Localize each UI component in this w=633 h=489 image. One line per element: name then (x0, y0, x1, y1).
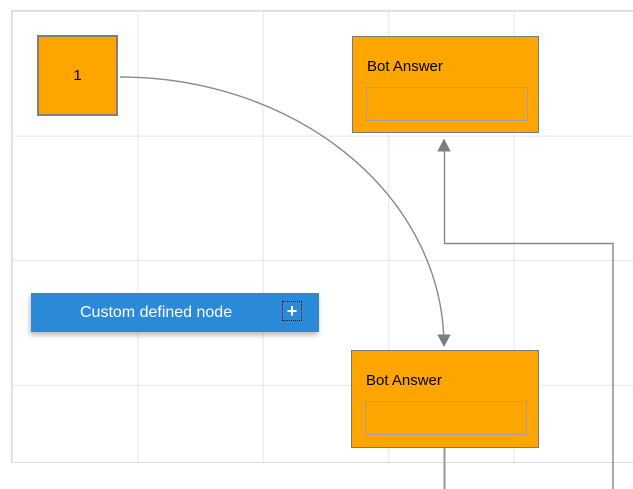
add-node-handle[interactable]: + (282, 301, 302, 321)
curved-connector[interactable] (119, 76, 445, 336)
node-start[interactable]: 1 (37, 35, 118, 116)
node-custom-defined[interactable]: Custom defined node + (31, 293, 319, 332)
arrowhead-up-icon (437, 138, 451, 152)
bot-answer-field[interactable] (365, 401, 527, 435)
node-custom-label: Custom defined node (80, 303, 233, 321)
bot-answer-field[interactable] (366, 87, 528, 121)
orthogonal-connector[interactable] (443, 151, 614, 489)
arrowhead-down-icon (437, 334, 451, 347)
node-title: Bot Answer (366, 372, 442, 389)
node-title: Bot Answer (367, 58, 443, 75)
node-bot-answer-top[interactable]: Bot Answer (352, 36, 539, 133)
node-start-label: 1 (73, 67, 82, 84)
node-bot-answer-bottom[interactable]: Bot Answer (351, 350, 539, 448)
plus-icon: + (286, 301, 298, 321)
